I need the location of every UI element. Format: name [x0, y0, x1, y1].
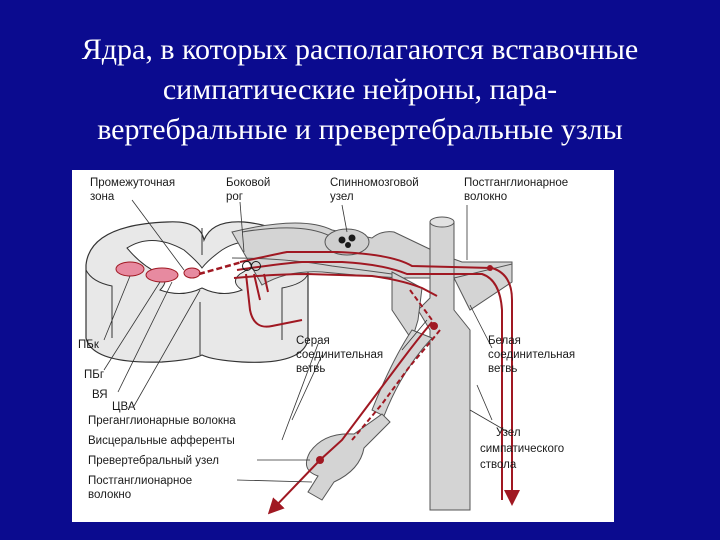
svg-text:волокно: волокно [464, 191, 507, 203]
label-lateral-horn: Боковой [226, 177, 270, 189]
diagram-canvas: Промежуточная зона Боковой рог Спинномоз… [78, 177, 575, 515]
label-white-ramus: Белая [488, 335, 521, 347]
pbg-nucleus [145, 267, 179, 283]
slide-title: Ядра, в которых располагаются вставочные… [0, 30, 720, 150]
leader-lines [103, 199, 509, 483]
svg-text:зона: зона [90, 191, 115, 203]
svg-text:ветвь: ветвь [296, 363, 325, 375]
label-postganglionic-top: Постганглионарное [464, 177, 568, 189]
label-prevertebral-ganglion: Превертебральный узел [88, 455, 219, 467]
spinal-ganglion [324, 228, 370, 256]
svg-text:соединительная: соединительная [488, 349, 575, 361]
svg-text:волокно: волокно [88, 489, 131, 501]
label-pbg: ПБг [84, 369, 104, 381]
rami-communicantes [371, 263, 513, 417]
svg-text:узел: узел [330, 191, 354, 203]
svg-text:симпатического: симпатического [480, 443, 564, 455]
title-line-3: вертебральные и превертебральные узлы [97, 113, 623, 146]
label-spinal-ganglion: Спинномозговой [330, 177, 419, 189]
title-line-2: симпатические нейроны, пара- [162, 73, 558, 106]
preganglionic-fiber-paths [233, 251, 520, 515]
label-preganglionic-fibers: Преганглионарные волокна [88, 415, 236, 427]
pbk-nucleus [115, 261, 145, 277]
spinal-cord-diagram: Промежуточная зона Боковой рог Спинномоз… [72, 170, 614, 522]
label-tsva: ЦВА [112, 401, 136, 413]
label-visceral-afferents: Висцеральные афференты [88, 435, 235, 447]
label-vya: ВЯ [92, 389, 108, 401]
label-postganglionic-bottom: Постганглионарное [88, 475, 192, 487]
sympathetic-trunk-column [417, 216, 471, 511]
svg-text:ствола: ствола [480, 459, 517, 471]
label-intermediate-zone: Промежуточная [90, 177, 175, 189]
label-sympathetic-trunk-ganglion: Узел [496, 427, 521, 439]
svg-text:соединительная: соединительная [296, 349, 383, 361]
svg-text:ветвь: ветвь [488, 363, 517, 375]
title-line-1: Ядра, в которых располагаются вставочные [81, 33, 639, 66]
svg-text:рог: рог [226, 191, 243, 203]
label-gray-ramus: Серая [296, 335, 330, 347]
label-pbk: ПБк [78, 339, 100, 351]
prevertebral-ganglion [305, 413, 391, 501]
